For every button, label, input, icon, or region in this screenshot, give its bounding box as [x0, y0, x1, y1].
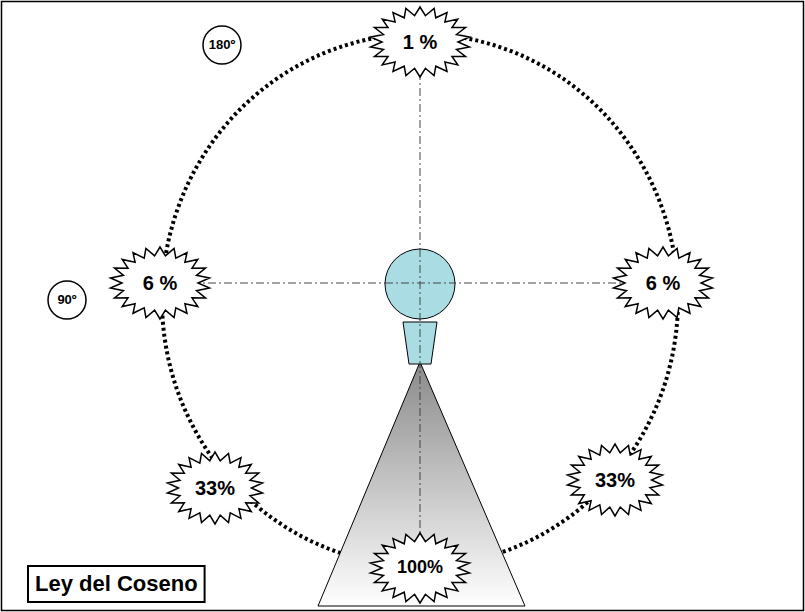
- angle-text: 90º: [57, 293, 76, 307]
- star-burst: [371, 533, 470, 603]
- percent-text: 33%: [595, 469, 635, 491]
- angle-circle: [48, 281, 86, 319]
- intensity-star: 100%: [370, 533, 470, 603]
- star-burst: [168, 452, 263, 524]
- title-frame: [28, 566, 205, 602]
- percent-text: 1 %: [403, 31, 437, 53]
- title-text: Ley del Coseno: [35, 572, 198, 596]
- title-box: Ley del Coseno: [27, 565, 206, 603]
- percent-text: 33%: [195, 477, 235, 499]
- intensity-star: 6 %: [110, 247, 210, 319]
- star-burst: [111, 247, 210, 319]
- vertical-axis-overlay: [420, 249, 421, 364]
- star-burst: [568, 444, 663, 516]
- horizontal-axis-overlay: [385, 283, 455, 284]
- star-burst: [371, 7, 470, 77]
- percent-text: 6 %: [646, 272, 680, 294]
- angle-label: 180º: [202, 25, 242, 65]
- star-burst: [614, 247, 713, 319]
- intensity-star: 1 %: [370, 7, 470, 77]
- intensity-star: 33%: [567, 444, 663, 516]
- angle-text: 180º: [209, 38, 235, 52]
- percent-text: 100%: [397, 558, 443, 578]
- intensity-star: 6 %: [613, 247, 713, 319]
- intensity-star: 33%: [167, 452, 263, 524]
- angle-circle: [203, 26, 241, 64]
- angle-label: 90º: [47, 280, 87, 320]
- percent-text: 6 %: [143, 272, 177, 294]
- light-cone: [318, 362, 525, 606]
